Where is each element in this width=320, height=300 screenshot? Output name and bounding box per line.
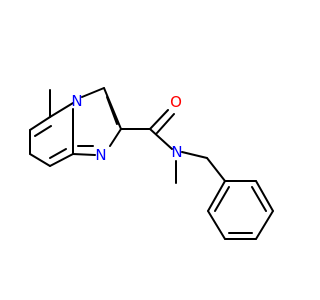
imidazole-nitrogen-label: N (95, 146, 106, 164)
bond (214, 186, 230, 212)
bond (49, 102, 74, 118)
bond (207, 180, 226, 212)
bond (149, 109, 169, 130)
bond (156, 113, 175, 134)
bond (207, 210, 226, 240)
bond (49, 153, 74, 167)
bond (255, 210, 274, 240)
bond (72, 153, 96, 156)
bond (251, 186, 267, 212)
bond (29, 153, 51, 167)
bond (206, 157, 226, 182)
bond (255, 180, 274, 212)
bond (109, 128, 122, 147)
bond (106, 96, 118, 125)
bond (29, 116, 51, 131)
amide-nitrogen-label: N (171, 143, 182, 161)
bond (81, 87, 105, 98)
atom-labels: N N N O (71, 92, 182, 164)
bond (34, 125, 52, 137)
bonds (29, 87, 274, 240)
molecule-diagram: N N N O (29, 87, 274, 240)
bond (103, 87, 122, 130)
carbonyl-oxygen-label: O (170, 93, 182, 111)
structure-svg: N N N O (29, 87, 274, 240)
bond (149, 128, 173, 150)
bridgehead-nitrogen-label: N (71, 92, 82, 110)
bond (49, 148, 67, 159)
bond (181, 151, 208, 159)
